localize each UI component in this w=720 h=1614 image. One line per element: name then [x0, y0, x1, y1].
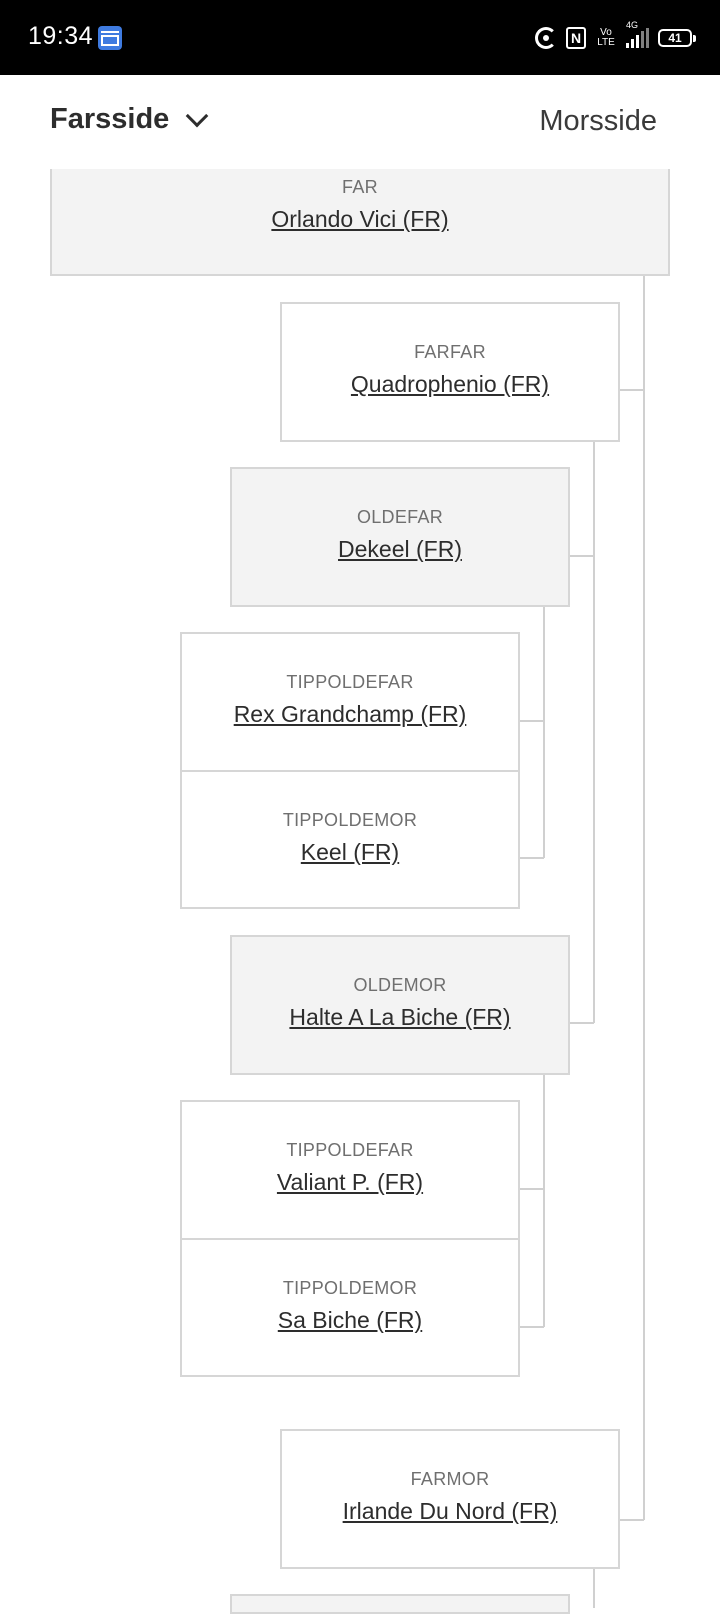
connector-line — [620, 389, 644, 391]
connector-line — [570, 555, 594, 557]
hotspot-icon — [535, 27, 557, 49]
ancestor-card-tippoldemor: TIPPOLDEMOR Sa Biche (FR) — [180, 1238, 520, 1377]
status-bar: 19:34 N Vo LTE 4G 41 — [0, 0, 720, 75]
ancestor-card-farfar: FARFAR Quadrophenio (FR) — [280, 302, 620, 442]
horse-name-link[interactable]: Irlande Du Nord (FR) — [342, 1498, 558, 1524]
network-type: 4G — [626, 20, 639, 30]
horse-name-link[interactable]: Dekeel (FR) — [338, 536, 462, 562]
chevron-down-icon — [185, 104, 209, 127]
morsside-tab[interactable]: Morsside — [539, 105, 657, 137]
farsside-label: Farsside — [50, 103, 170, 135]
nfc-icon: N — [566, 27, 586, 49]
relation-label: TIPPOLDEMOR — [282, 1278, 418, 1298]
connector-line — [520, 1326, 544, 1328]
relation-label: OLDEMOR — [353, 975, 447, 995]
relation-label: TIPPOLDEFAR — [286, 1140, 414, 1160]
horse-name-link[interactable]: Quadrophenio (FR) — [350, 371, 550, 397]
relation-label: FARMOR — [410, 1469, 490, 1489]
status-icons: N Vo LTE 4G 41 — [535, 20, 696, 52]
volte-icon: Vo LTE — [597, 27, 615, 48]
horse-name-link[interactable]: Halte A La Biche (FR) — [289, 1004, 511, 1030]
connector-line — [620, 1519, 644, 1521]
horse-name-link[interactable]: Keel (FR) — [300, 839, 400, 865]
horse-name-link[interactable]: Orlando Vici (FR) — [271, 206, 449, 232]
connector-line — [570, 1022, 594, 1024]
ancestor-card-partial — [230, 1594, 570, 1614]
clock: 19:34 — [28, 22, 94, 50]
relation-label: TIPPOLDEFAR — [286, 672, 414, 692]
relation-label: FAR — [342, 177, 378, 197]
calendar-icon — [98, 26, 122, 50]
horse-name-link[interactable]: Sa Biche (FR) — [277, 1307, 423, 1333]
farsside-dropdown[interactable]: Farsside — [50, 103, 209, 136]
ancestor-card-oldefar: OLDEFAR Dekeel (FR) — [230, 467, 570, 607]
connector-line — [593, 440, 595, 1023]
ancestor-card-far: FAR Orlando Vici (FR) — [50, 160, 670, 276]
relation-label: OLDEFAR — [356, 507, 444, 527]
signal-icon: 4G — [626, 20, 649, 48]
ancestor-card-oldemor: OLDEMOR Halte A La Biche (FR) — [230, 935, 570, 1075]
relation-label: TIPPOLDEMOR — [282, 810, 418, 830]
ancestor-card-tippoldefar: TIPPOLDEFAR Valiant P. (FR) — [180, 1100, 520, 1240]
ancestor-card-farmor: FARMOR Irlande Du Nord (FR) — [280, 1429, 620, 1569]
battery-icon: 41 — [658, 29, 696, 47]
side-selector-header: Farsside Morsside — [0, 75, 720, 169]
connector-line — [520, 857, 544, 859]
ancestor-card-tippoldefar: TIPPOLDEFAR Rex Grandchamp (FR) — [180, 632, 520, 772]
ancestor-card-tippoldemor: TIPPOLDEMOR Keel (FR) — [180, 770, 520, 909]
horse-name-link[interactable]: Rex Grandchamp (FR) — [233, 701, 467, 727]
horse-name-link[interactable]: Valiant P. (FR) — [276, 1169, 424, 1195]
connector-line — [543, 1073, 545, 1327]
connector-line — [593, 1568, 595, 1608]
connector-line — [520, 1188, 544, 1190]
connector-line — [543, 605, 545, 858]
connector-line — [643, 270, 645, 1520]
connector-line — [520, 720, 544, 722]
relation-label: FARFAR — [414, 342, 486, 362]
